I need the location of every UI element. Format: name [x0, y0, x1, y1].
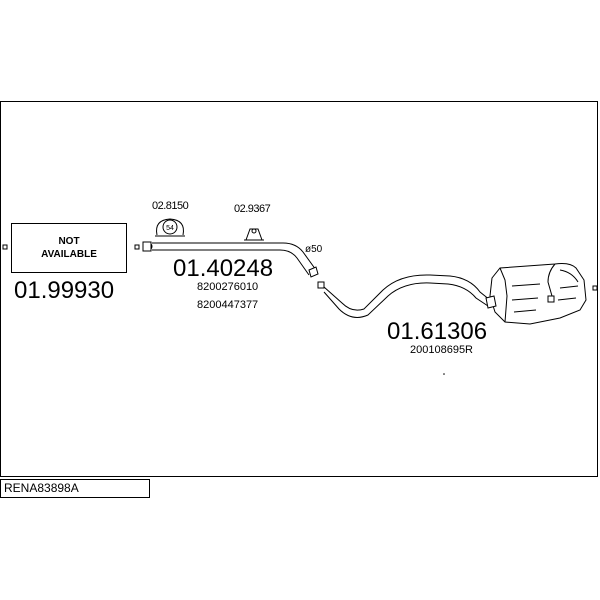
clamp-icon: [155, 218, 185, 237]
not-available-text: NOT AVAILABLE: [41, 236, 97, 260]
diagram-reference-label: RENA83898A: [0, 479, 150, 498]
rear-pipe: [317, 274, 491, 318]
clamp-size-label: 54: [166, 225, 174, 232]
middle-pipe: [142, 241, 319, 278]
dot-mark: [443, 373, 445, 375]
part-code-rear-silencer: 01.61306: [387, 318, 488, 345]
connector-left: [2, 244, 8, 250]
not-available-box: NOT AVAILABLE: [11, 223, 127, 273]
rear-silencer-icon: [485, 263, 587, 325]
part-code-middle-pipe: 01.40248: [173, 255, 274, 282]
rubber-mount-icon: [244, 228, 264, 241]
pipe-diameter-label: ø50: [305, 244, 323, 255]
connector-mid: [134, 244, 140, 250]
part-code-rubber-mount: 02.9367: [234, 203, 271, 215]
part-code-front-section: 01.99930: [14, 277, 115, 304]
oem-number-middle-pipe-2: 8200447377: [197, 299, 259, 311]
oem-number-middle-pipe-1: 8200276010: [197, 281, 259, 293]
connector-right: [592, 285, 598, 291]
oem-number-rear-silencer: 200108695R: [410, 344, 474, 356]
part-code-clamp: 02.8150: [152, 200, 189, 212]
